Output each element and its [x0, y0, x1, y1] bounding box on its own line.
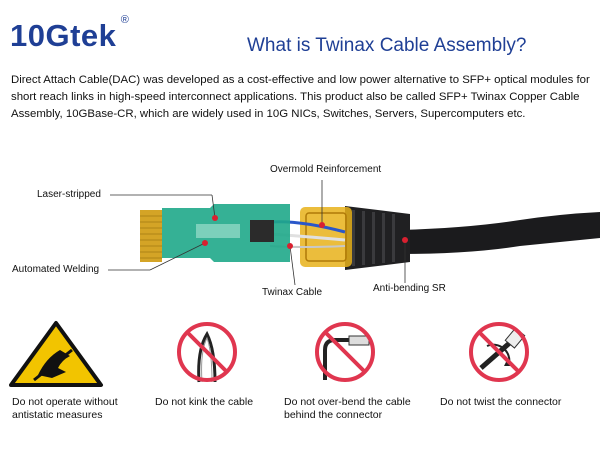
brand-logo: 10Gtek ® — [10, 14, 129, 54]
cable-diagram: Overmold Reinforcement Laser-stripped Au… — [0, 150, 600, 310]
callout-overmold: Overmold Reinforcement — [270, 164, 382, 175]
warning-caption-overbend: Do not over-bend the cable behind the co… — [284, 396, 411, 421]
strain-relief-rib — [352, 210, 355, 266]
marker-automated-welding — [202, 240, 208, 246]
cable-body — [400, 212, 600, 254]
marker-anti-bending — [402, 237, 408, 243]
page-title: What is Twinax Cable Assembly? — [247, 35, 527, 56]
intro-paragraph: Direct Attach Cable(DAC) was developed a… — [11, 74, 590, 120]
pcb-gold-fingers — [140, 210, 162, 262]
warning-caption-twist: Do not twist the connector — [440, 396, 562, 408]
pcb-chip — [250, 220, 274, 242]
strain-relief-rib — [392, 214, 395, 262]
no-overbend-icon — [315, 322, 375, 382]
brand-name: 10Gtek — [10, 18, 117, 53]
strain-relief-rib — [362, 211, 365, 265]
handling-warnings: Do not operate without antistatic measur… — [0, 318, 600, 438]
marker-twinax — [287, 243, 293, 249]
cable-illustration — [108, 180, 600, 286]
warning-caption-kink: Do not kink the cable — [155, 396, 254, 408]
pcb-trace-area — [196, 224, 240, 238]
callout-anti-bending: Anti-bending SR — [373, 283, 446, 294]
strain-relief-rib — [382, 213, 385, 263]
no-kink-icon — [177, 322, 237, 383]
marker-overmold — [319, 222, 325, 228]
registered-mark: ® — [120, 14, 130, 26]
warning-caption-antistatic: Do not operate without antistatic measur… — [12, 396, 118, 421]
esd-warning-icon — [9, 321, 103, 387]
callout-automated-welding: Automated Welding — [12, 264, 100, 275]
strain-relief-rib — [372, 212, 375, 264]
no-twist-icon — [469, 322, 529, 382]
callout-laser-stripped: Laser-stripped — [37, 189, 101, 200]
marker-laser-stripped — [212, 215, 218, 221]
callout-twinax-cable: Twinax Cable — [262, 287, 323, 298]
